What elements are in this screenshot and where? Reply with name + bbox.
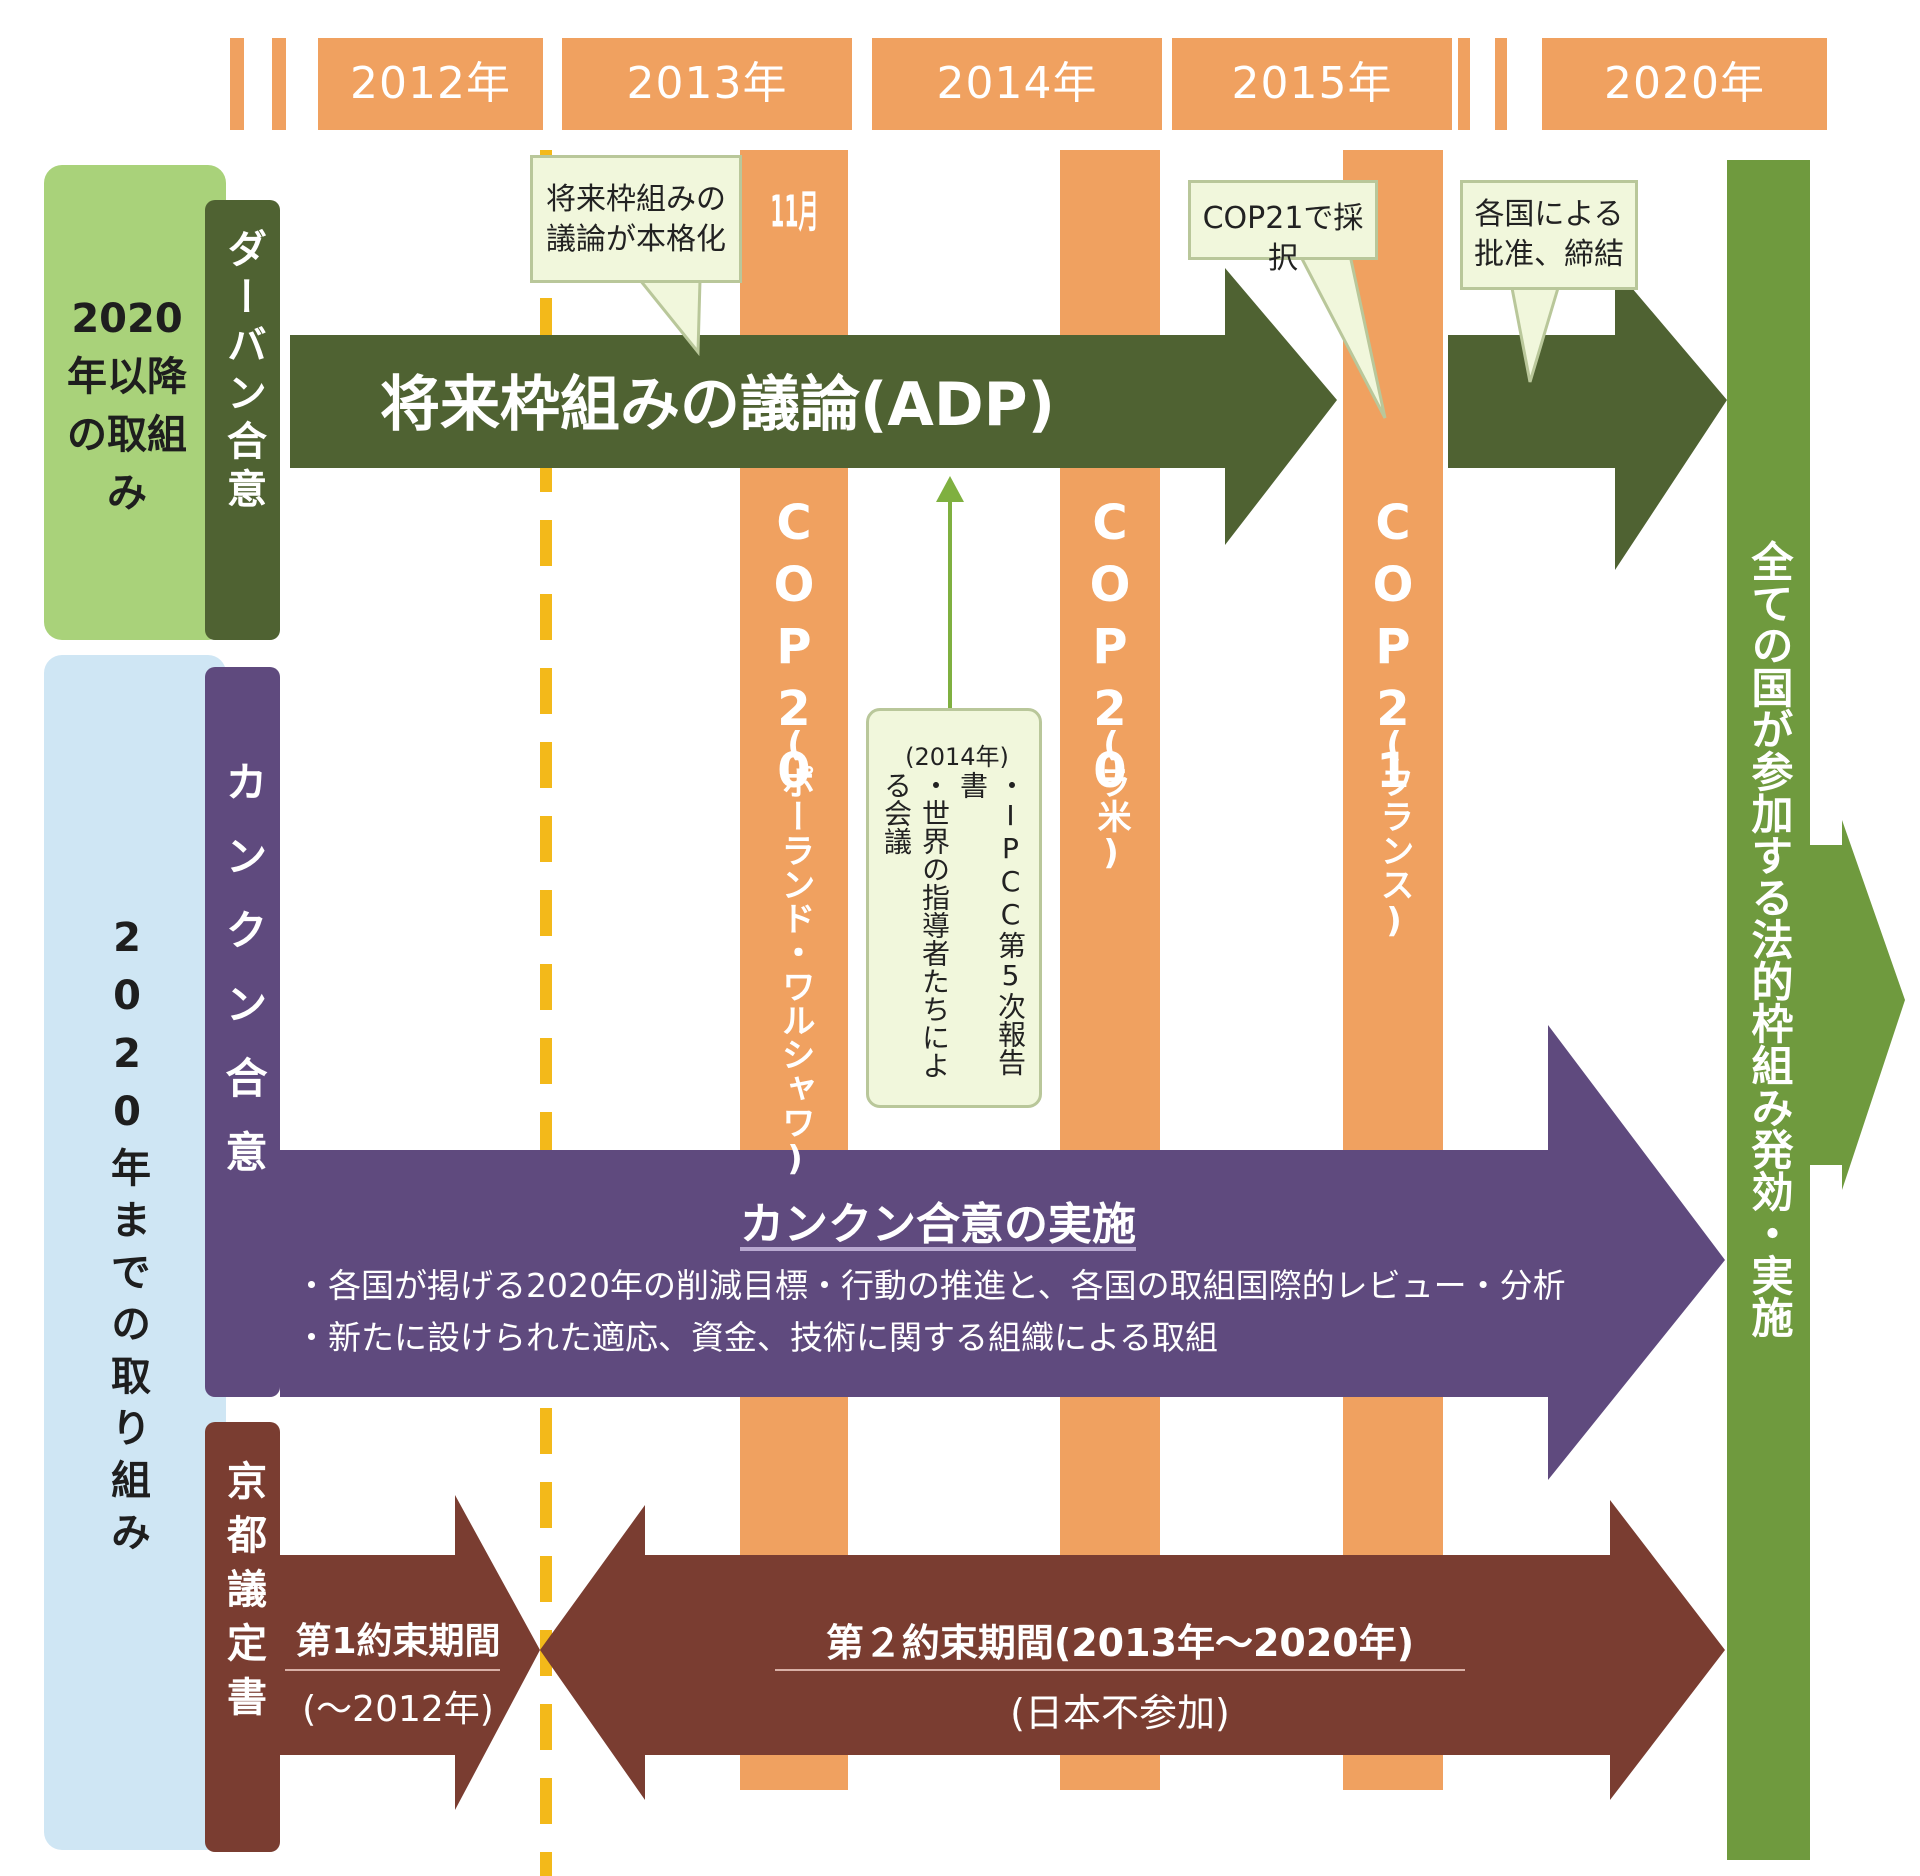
year-label-2014: 2014年 [936,58,1098,109]
durban-box [205,200,280,640]
adp-title: 将来枠組みの議論(ADP) [380,370,1056,440]
year-cell-2015 [1172,38,1452,130]
break-mark [230,38,244,130]
ipcc-line1: ・IPCC第5次報告書 [956,771,1027,1076]
ipcc-text: ・IPCC第5次報告書 ・世界の指導者たちによる会議 [877,771,1029,1101]
cop21-name-label: COP21 [1365,495,1421,805]
break-mark [272,38,286,130]
ipcc-callout: (2014年) ・IPCC第5次報告書 ・世界の指導者たちによる会議 [866,708,1042,1108]
cop20-place-label: (ラ米) [1091,725,1131,873]
break-mark [1458,38,1470,130]
callout-cop21-adopted: COP21で採択 [1188,180,1378,276]
ratification-arrow [1448,268,1727,570]
second-period-title: 第２約束期間(2013年～2020年) [825,1621,1415,1665]
final-framework-bar [1727,160,1810,1860]
first-period-title: 第1約束期間 [295,1621,501,1662]
cop20-name-label: COP20 [1082,495,1138,805]
year-cell-2013 [562,38,852,130]
kyoto-second-period-arrow [540,1500,1725,1800]
ipcc-year: (2014年) [905,743,1009,771]
cancun-impl-title: カンクン合意の実施 [740,1199,1136,1250]
kyoto-box [205,1422,280,1852]
section-label-before-2020: 2020年までの取り組み [104,915,150,1563]
ipcc-line2: ・世界の指導者たちによる会議 [880,771,951,1079]
final-framework-label: 全ての国が参加する法的枠組み発効・実施 [1745,540,1794,1338]
cop21-band [1343,150,1443,1790]
ipcc-pointer-head [936,476,964,502]
section-before-2020-bg [44,655,226,1850]
section-after-2020-bg [44,165,226,640]
cancun-impl-arrow [280,1025,1725,1480]
final-framework-arrow [1810,820,1905,1190]
break-mark [1495,38,1507,130]
cancun-box [205,667,280,1397]
year-label-2020: 2020年 [1604,58,1765,109]
cop19-place-label: (ポーランド・ワルシャワ) [775,725,815,1179]
kyoto-first-period-arrow [280,1495,540,1810]
cop19-name-label: COP20 [766,495,822,805]
cancun-impl-bullet-1: ・各国が掲げる2020年の削減目標・行動の推進と、各国の取組国際的レビュー・分析 [295,1266,1566,1305]
section-label-after-2020: 2020年以降の取組み [67,296,187,516]
year-label-2015: 2015年 [1231,58,1393,109]
callout-adp-start: 将来枠組みの議論が本格化 [530,155,742,283]
cancun-agreement-label: カンクン合意 [219,760,268,1204]
year-label-2012: 2012年 [350,58,511,109]
cop19-month-label: 11月 [770,190,819,234]
cop21-place-label: (フランス) [1374,725,1414,941]
year-cell-2014 [872,38,1162,130]
first-period-range: (～2012年) [302,1689,494,1730]
callout-ratification: 各国による批准、締結 [1460,180,1638,290]
year-label-2013: 2013年 [626,58,788,109]
year-cell-2020 [1542,38,1827,130]
kyoto-protocol-label: 京都議定書 [220,1460,266,1730]
year-cell-2012 [318,38,543,130]
second-period-note: (日本不参加) [1010,1691,1230,1735]
adp-arrow [290,268,1337,545]
durban-agreement-label: ダーバン合意 [220,228,266,516]
cancun-impl-bullet-2: ・新たに設けられた適応、資金、技術に関する組織による取組 [295,1318,1219,1357]
